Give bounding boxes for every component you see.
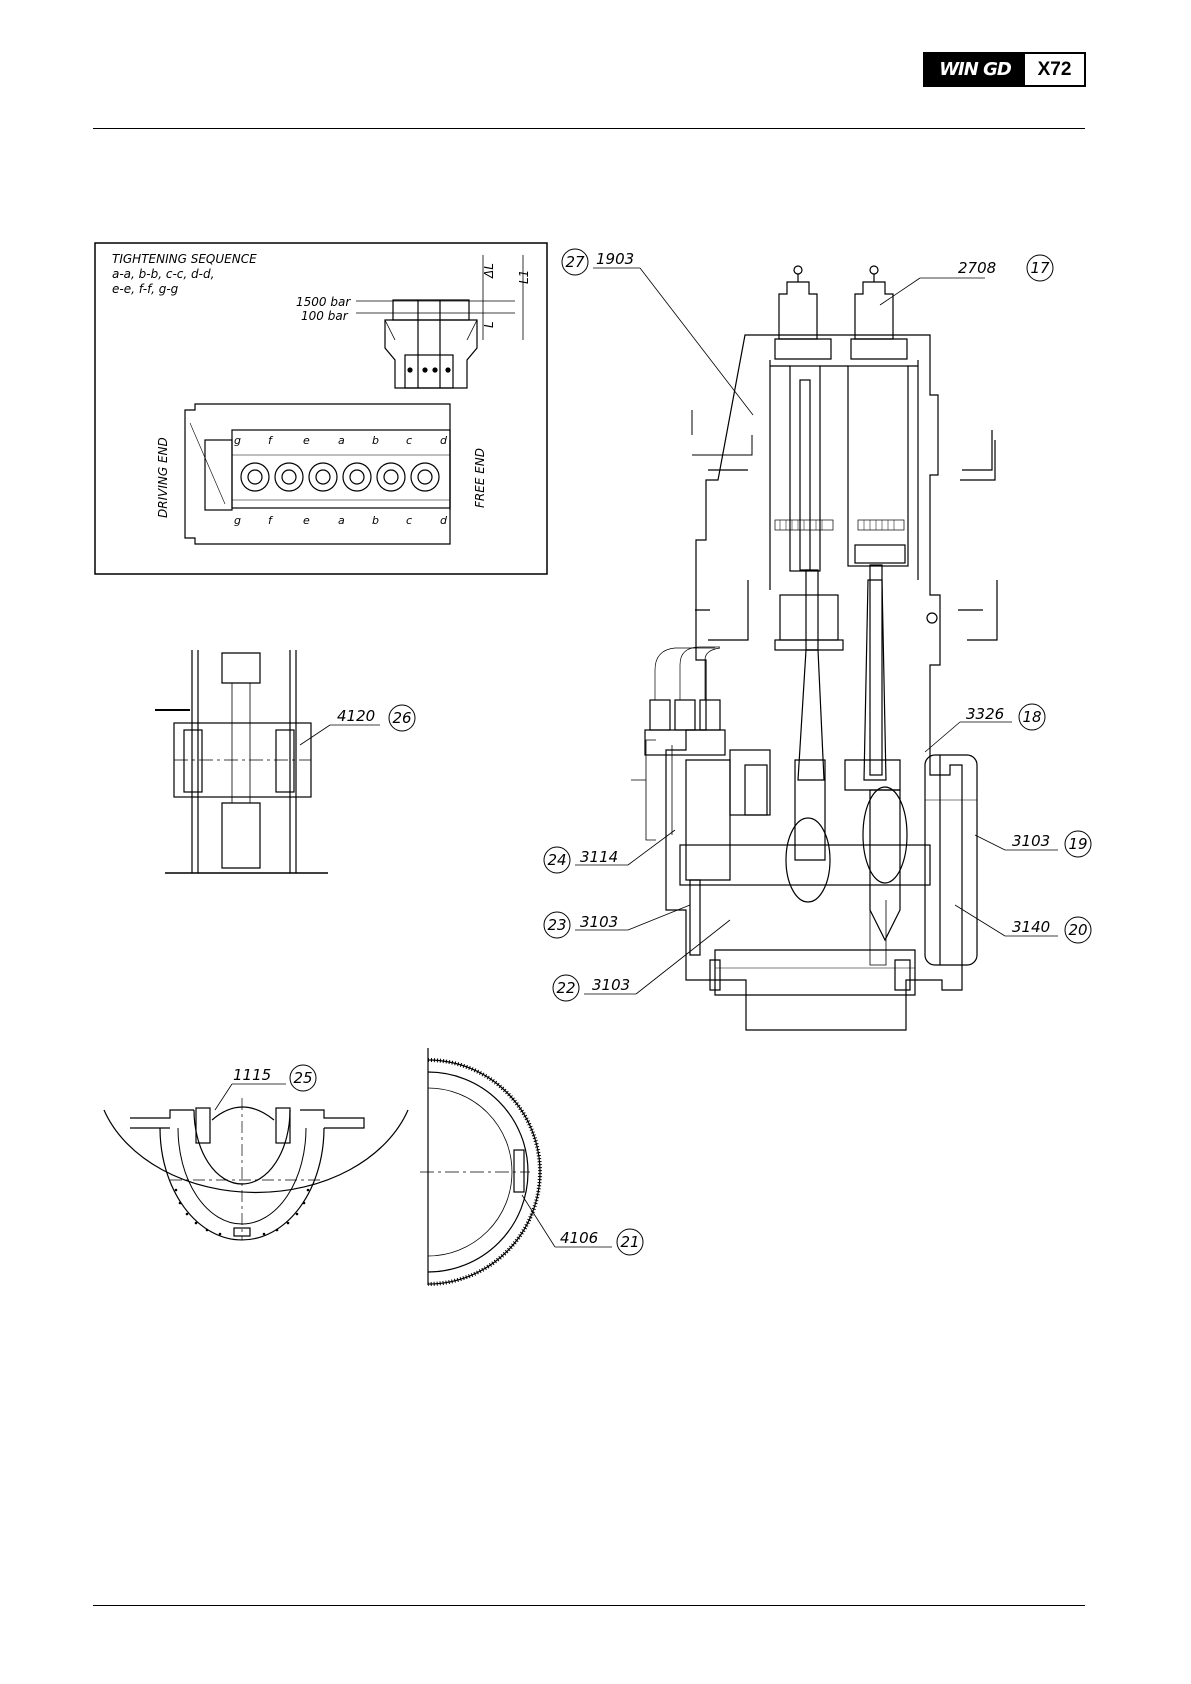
callout-number: 23 [547, 916, 566, 934]
pressure-high-label: 1500 bar [296, 295, 351, 309]
callout-leaders [215, 268, 1058, 1247]
callout-number: 20 [1068, 921, 1087, 939]
bolt-letter-top: a [338, 434, 345, 447]
callout-number: 19 [1068, 835, 1087, 853]
callout-part: 3140 [1012, 918, 1050, 936]
driving-end-label: DRIVING END [156, 437, 170, 518]
bolt-letter-top: c [406, 434, 412, 447]
callout-part: 4106 [560, 1229, 598, 1247]
callout-number: 26 [392, 709, 411, 727]
bolt-letter-top: f [268, 434, 274, 447]
dim-delta-l: ΔL [482, 263, 496, 279]
callout-part: 3103 [1012, 832, 1050, 850]
thrust-bearing-section [104, 1098, 408, 1240]
engine-main-section [631, 266, 997, 1030]
bolt-letter-bottom: a [338, 514, 345, 527]
bolt-letter-bottom: f [268, 514, 274, 527]
callout-part: 2708 [958, 259, 996, 277]
callout-part: 1903 [596, 250, 634, 268]
bolt-letter-bottom: b [372, 514, 379, 527]
tightening-line-1: a-a, b-b, c-c, d-d, [112, 267, 214, 281]
callout-part: 1115 [233, 1066, 271, 1084]
callout-part: 3103 [592, 976, 630, 994]
dim-l: L [482, 321, 496, 328]
callout-number: 21 [620, 1233, 639, 1251]
tightening-title: TIGHTENING SEQUENCE [112, 252, 257, 266]
callout-number: 25 [293, 1069, 312, 1087]
gear-wheel-section [155, 650, 328, 873]
callout-number: 22 [556, 979, 575, 997]
callout-part: 3103 [580, 913, 618, 931]
free-end-label: FREE END [473, 448, 487, 508]
bolt-letter-bottom: c [406, 514, 412, 527]
bolt-letter-bottom: g [234, 514, 241, 527]
bolt-letter-top: d [440, 434, 448, 447]
pressure-low-label: 100 bar [301, 309, 349, 323]
callout-circles [290, 249, 1091, 1255]
bolt-letter-bottom: d [440, 514, 448, 527]
hydraulic-tool-detail [356, 255, 523, 388]
turning-gear-rim [420, 1048, 540, 1285]
tightening-line-2: e-e, f-f, g-g [112, 282, 179, 296]
bolt-letter-top: g [234, 434, 241, 447]
bolt-letter-top: e [303, 434, 310, 447]
callout-part: 3114 [580, 848, 618, 866]
bolt-letter-top: b [372, 434, 379, 447]
callout-number: 27 [565, 253, 585, 271]
callout-part: 4120 [337, 707, 375, 725]
dim-l1: L1 [517, 270, 531, 284]
callout-number: 17 [1030, 259, 1050, 277]
callout-number: 18 [1022, 708, 1041, 726]
fuel-pump-group [645, 647, 725, 755]
callout-part: 3326 [966, 705, 1004, 723]
callout-number: 24 [547, 851, 566, 869]
bolt-letter-bottom: e [303, 514, 310, 527]
bolt-letters: g f e a b c d g f e a b c d [234, 434, 448, 527]
